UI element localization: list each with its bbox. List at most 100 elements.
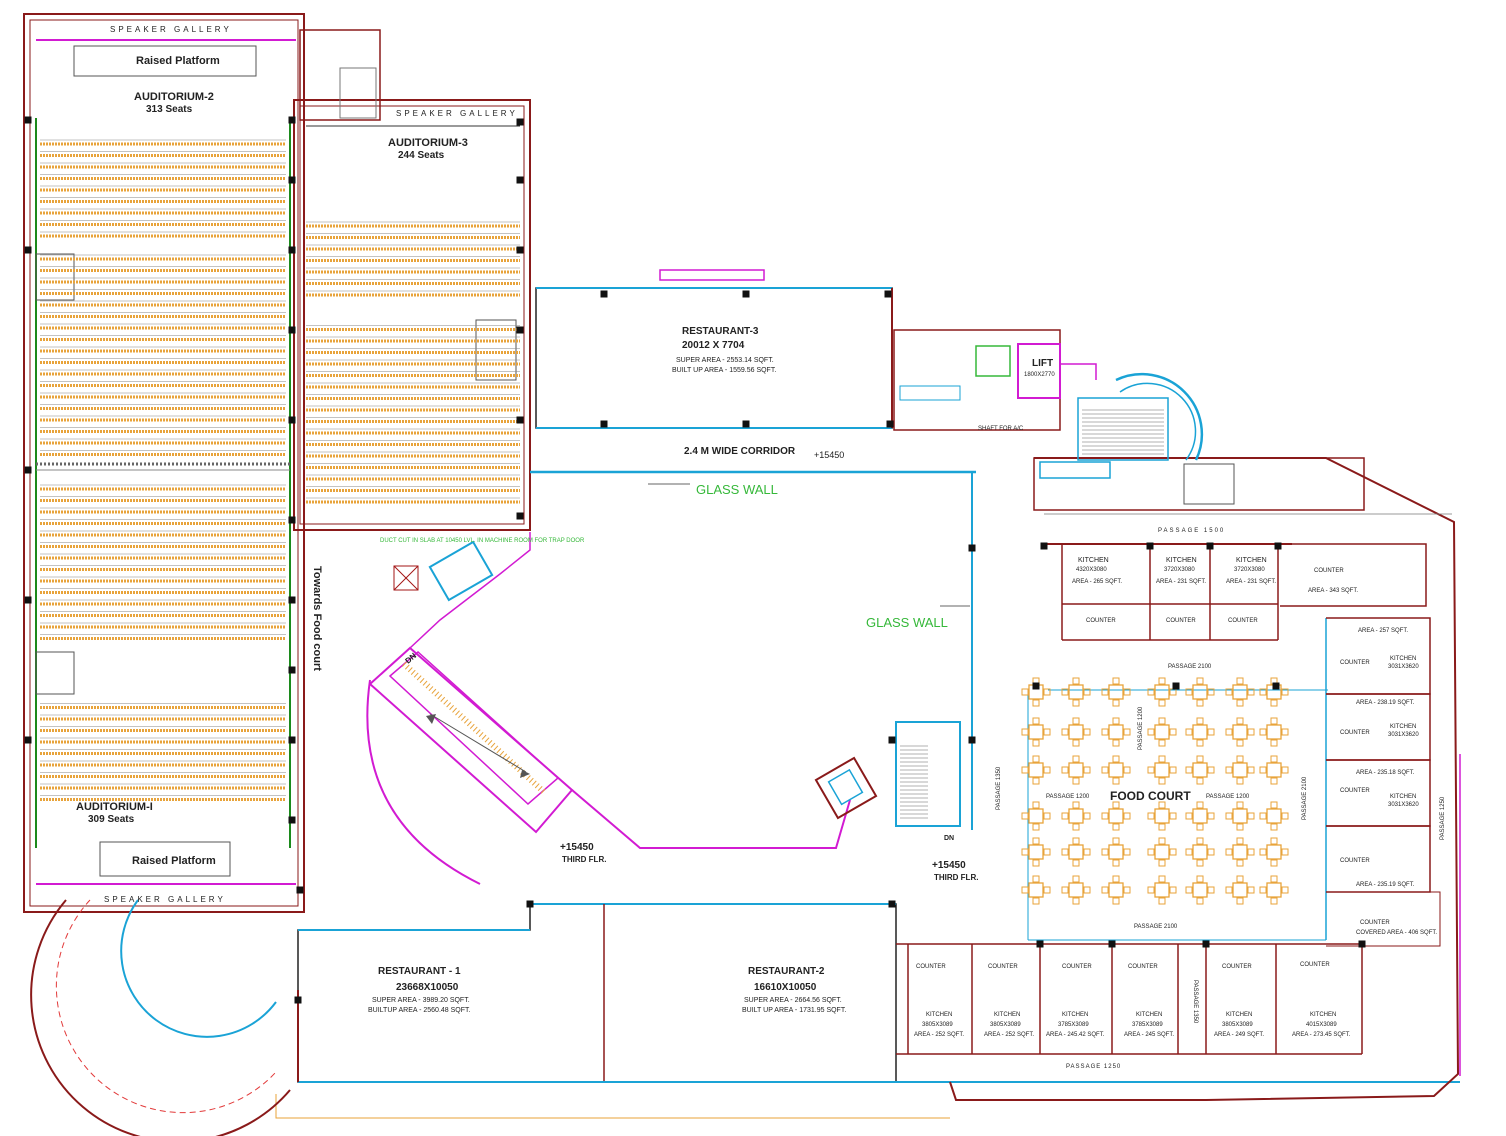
column bbox=[24, 596, 32, 604]
dining-table bbox=[1147, 875, 1177, 905]
seat-row bbox=[40, 266, 286, 272]
passage-1500: PASSAGE 1500 bbox=[1158, 528, 1225, 534]
dining-table bbox=[1225, 837, 1255, 867]
seat-row bbox=[40, 703, 286, 709]
column bbox=[1040, 542, 1048, 550]
column bbox=[288, 176, 296, 184]
kitchen-b2-name: KITCHEN bbox=[994, 1012, 1020, 1018]
seat-row bbox=[306, 405, 520, 412]
column bbox=[288, 416, 296, 424]
raised-platform-bottom: Raised Platform bbox=[132, 855, 216, 867]
seat-row bbox=[40, 139, 286, 146]
column bbox=[288, 816, 296, 824]
counter-1: COUNTER bbox=[1086, 618, 1116, 624]
passage-1200-vertical: PASSAGE 1200 bbox=[1138, 706, 1144, 750]
kitchen-b5-name: KITCHEN bbox=[1226, 1012, 1252, 1018]
auditorium-3-block bbox=[293, 99, 531, 531]
seat-row bbox=[40, 323, 286, 330]
counter-8-area: AREA - 235.19 SQFT. bbox=[1356, 882, 1415, 888]
food-court-block bbox=[896, 457, 1461, 1101]
bottom-counters: COUNTER COUNTER COUNTER COUNTER COUNTER … bbox=[914, 962, 1351, 1038]
seat-row bbox=[40, 450, 286, 456]
restaurant-3-dims: 20012 X 7704 bbox=[682, 340, 745, 351]
kitchen-top-3-dims: 3720X3080 bbox=[1234, 567, 1265, 573]
seat-row bbox=[306, 394, 520, 400]
third-flr-stairs: THIRD FLR. bbox=[934, 873, 978, 882]
restaurant-3-super: SUPER AREA - 2553.14 SQFT. bbox=[676, 357, 774, 364]
dining-table bbox=[1147, 677, 1177, 707]
column bbox=[884, 290, 892, 298]
counter-9: COUNTER bbox=[1360, 920, 1390, 926]
column bbox=[742, 290, 750, 298]
dining-table bbox=[1185, 677, 1215, 707]
column bbox=[1358, 940, 1366, 948]
counter-9-area: COVERED AREA - 406 SQFT. bbox=[1356, 930, 1437, 936]
glass-wall-1: GLASS WALL bbox=[696, 482, 778, 497]
column bbox=[1202, 940, 1210, 948]
kitchen-b6-area: AREA - 273.45 SQFT. bbox=[1292, 1032, 1351, 1038]
seat-row bbox=[40, 427, 286, 433]
auditorium-seating bbox=[40, 139, 286, 801]
counter-7: COUNTER bbox=[1340, 788, 1370, 794]
passage-1250-vertical: PASSAGE 1250 bbox=[1440, 796, 1446, 840]
column bbox=[742, 420, 750, 428]
corridor-level: +15450 bbox=[814, 450, 844, 460]
dining-table bbox=[1259, 875, 1289, 905]
restaurant-3-title: RESTAURANT-3 bbox=[682, 326, 759, 337]
escalator bbox=[368, 646, 574, 834]
speaker-gallery-top: SPEAKER GALLERY bbox=[110, 25, 232, 34]
seat-row bbox=[306, 451, 520, 458]
seat-row bbox=[40, 404, 286, 410]
restaurant-1-title: RESTAURANT - 1 bbox=[378, 966, 461, 977]
seat-row bbox=[40, 772, 286, 778]
column bbox=[1032, 682, 1040, 690]
dining-table bbox=[1259, 755, 1289, 785]
seat-row bbox=[40, 783, 286, 790]
counter-6-area: AREA - 238.19 SQFT. bbox=[1356, 700, 1415, 706]
auditorium-1-seats: 309 Seats bbox=[88, 814, 135, 825]
counter-4: COUNTER bbox=[1314, 568, 1344, 574]
column bbox=[24, 116, 32, 124]
seat-row bbox=[40, 576, 286, 583]
seat-row bbox=[40, 231, 286, 238]
column bbox=[288, 326, 296, 334]
restaurant-3 bbox=[535, 269, 893, 429]
kitchen-b4-area: AREA - 245 SQFT. bbox=[1124, 1032, 1174, 1038]
kitchen-top-1-name: KITCHEN bbox=[1078, 557, 1109, 564]
staircase bbox=[900, 409, 1164, 819]
seat-row bbox=[306, 244, 520, 251]
seat-row bbox=[40, 599, 286, 606]
seat-row bbox=[40, 588, 286, 594]
kitchen-right-3-name: KITCHEN bbox=[1390, 794, 1416, 800]
dining-table bbox=[1225, 801, 1255, 831]
seat-row bbox=[40, 795, 286, 801]
column bbox=[1274, 542, 1282, 550]
kitchen-b2-dims: 3805X3089 bbox=[990, 1022, 1021, 1028]
seat-row bbox=[40, 496, 286, 502]
dining-table bbox=[1061, 801, 1091, 831]
dining-table bbox=[1021, 875, 1051, 905]
kitchen-top-1-area: AREA - 265 SQFT. bbox=[1072, 579, 1122, 585]
dining-table bbox=[1021, 801, 1051, 831]
dining-table bbox=[1101, 801, 1131, 831]
column bbox=[288, 246, 296, 254]
stairs-dn: DN bbox=[944, 835, 954, 842]
right-counters: AREA - 257 SQFT. COUNTER KITCHEN 3031X36… bbox=[1340, 628, 1437, 936]
seat-row bbox=[306, 256, 520, 262]
seat-row bbox=[306, 267, 520, 274]
seat-row bbox=[40, 185, 286, 192]
counter-7-area: AREA - 235.18 SQFT. bbox=[1356, 770, 1415, 776]
seat-row bbox=[40, 358, 286, 364]
dining-table bbox=[1259, 717, 1289, 747]
auditorium-2-title: AUDITORIUM-2 bbox=[134, 91, 214, 103]
counter-b4: COUNTER bbox=[1128, 964, 1158, 970]
towards-food-court: Towards Food court bbox=[311, 566, 323, 671]
seat-row bbox=[40, 381, 286, 387]
dining-table bbox=[1021, 677, 1051, 707]
counter-b1: COUNTER bbox=[916, 964, 946, 970]
seat-row bbox=[40, 289, 286, 295]
kitchen-b5-dims: 3805X3089 bbox=[1222, 1022, 1253, 1028]
column bbox=[516, 416, 524, 424]
passage-1250: PASSAGE 1250 bbox=[1066, 1064, 1121, 1070]
